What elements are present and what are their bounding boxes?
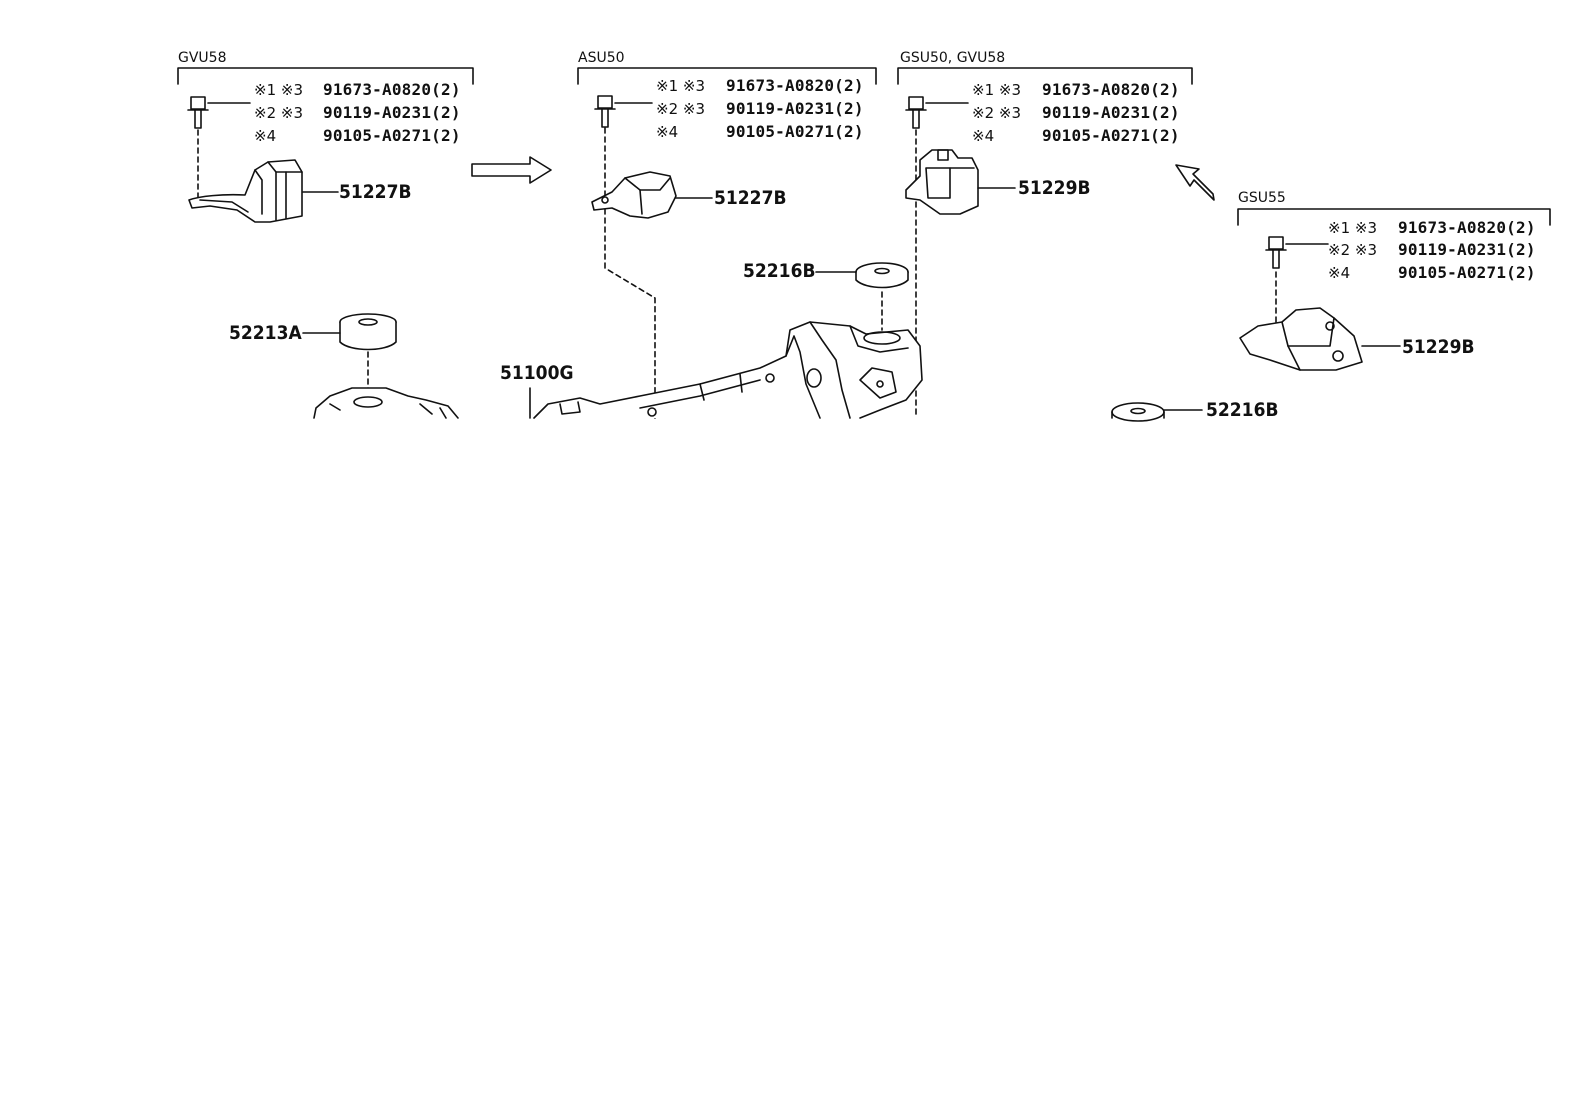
note-marks: ※2 ※3 [656,100,705,118]
group-title: GSU50, GVU58 [900,50,1006,66]
bolt-icon-gvu58 [187,96,251,199]
group-title: ASU50 [578,50,625,66]
cushion-52216b-center-drawing [815,262,909,331]
mount-51229b-gsu55-drawing [1239,307,1401,371]
mount-51229b-gsu50-drawing [905,149,1016,215]
note-marks: ※2 ※3 [972,104,1021,122]
part-label: 51227B [714,187,787,209]
part-label: 51100G [500,362,574,384]
bracket-51227b-gvu58-drawing [188,159,339,223]
group-bracket-gsu55 [1237,208,1551,226]
cushion-52216b-right-drawing [1111,402,1203,422]
group-title: GSU55 [1238,190,1286,206]
note-marks: ※1 ※3 [1328,219,1377,237]
part-label: 51229B [1402,336,1475,358]
part-label: 52216B [1206,399,1279,421]
group-title: GVU58 [178,50,227,66]
part-number: 90119-A0231(2) [726,99,864,118]
part-number: 90105-A0271(2) [1398,263,1536,282]
part-label: 51227B [339,181,412,203]
group-bracket-gvu58 [177,67,474,85]
part-number: 90105-A0271(2) [726,122,864,141]
bolt-icon-asu50 [594,95,656,419]
group-bracket-gsu50-gvu58 [897,67,1193,85]
part-number: 90119-A0231(2) [1042,103,1180,122]
cushion-52213a-drawing [302,313,397,401]
note-marks: ※1 ※3 [656,77,705,95]
part-number: 90105-A0271(2) [1042,126,1180,145]
part-label: 52216B [743,260,816,282]
bolt-icon-gsu50-gvu58 [905,96,969,419]
note-marks: ※2 ※3 [254,104,303,122]
note-marks: ※1 ※3 [254,81,303,99]
group-bracket-asu50 [577,67,877,85]
part-label: 51229B [1018,177,1091,199]
part-number: 91673-A0820(2) [1398,218,1536,237]
arrow-right-icon [471,156,552,184]
part-number: 91673-A0820(2) [1042,80,1180,99]
note-marks: ※4 [656,123,679,141]
note-marks: ※1 ※3 [972,81,1021,99]
part-number: 91673-A0820(2) [726,76,864,95]
part-number: 90119-A0231(2) [1398,240,1536,259]
part-number: 90119-A0231(2) [323,103,461,122]
note-marks: ※4 [254,127,277,145]
note-marks: ※4 [972,127,995,145]
part-label: 52213A [229,322,302,344]
part-number: 90105-A0271(2) [323,126,461,145]
note-marks: ※2 ※3 [1328,241,1377,259]
part-number: 91673-A0820(2) [323,80,461,99]
arrow-up-left-icon [1175,164,1215,201]
crossmember-51100g-drawing [529,321,923,419]
note-marks: ※4 [1328,264,1351,282]
body-left-drawing [313,387,459,419]
bracket-51227b-asu50-drawing [591,171,713,219]
bolt-icon-gsu55 [1265,236,1329,331]
